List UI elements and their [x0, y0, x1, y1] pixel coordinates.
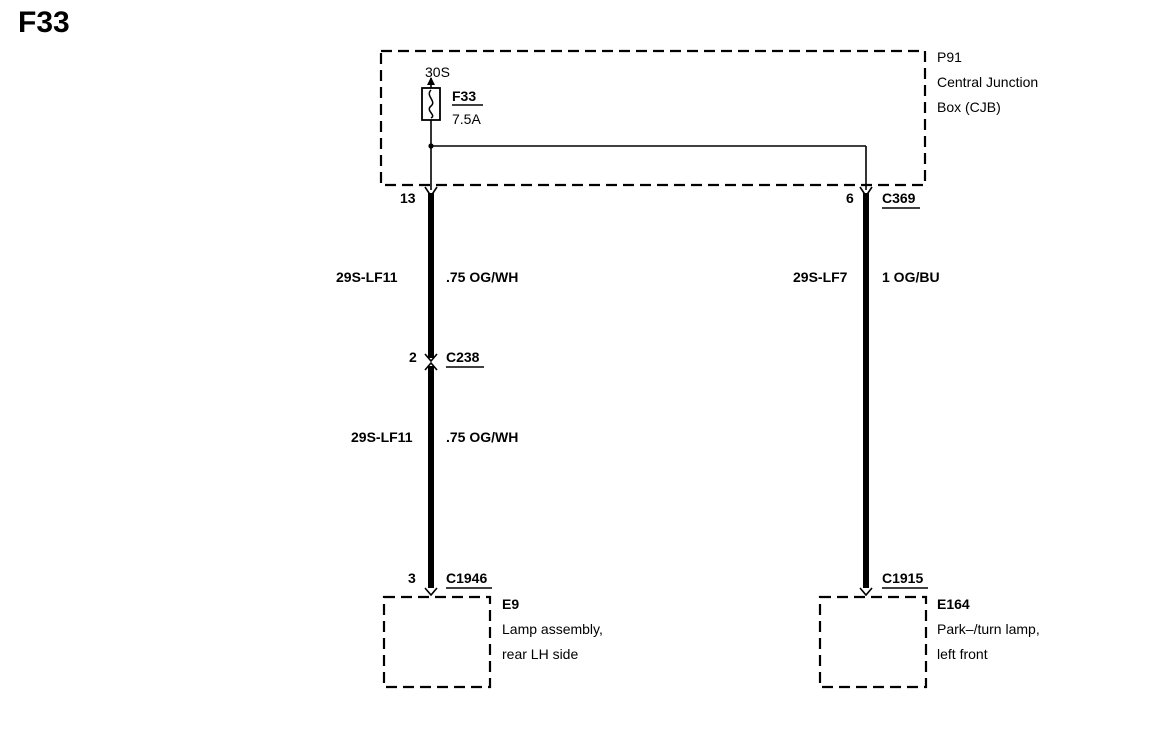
- junction-box-name-line1: Central Junction: [937, 74, 1038, 90]
- left-component-id: E9: [502, 596, 519, 612]
- right-circuit: 29S-LF7: [793, 269, 848, 285]
- junction-box-outline: [379, 49, 927, 187]
- left-upper-spec: .75 OG/WH: [446, 269, 518, 285]
- right-component-id: E164: [937, 596, 970, 612]
- right-component-name-line2: left front: [937, 646, 988, 662]
- junction-box-name-line2: Box (CJB): [937, 99, 1001, 115]
- page-title: F33: [18, 6, 70, 39]
- right-pin-top: 6: [846, 190, 854, 206]
- supply-arrow-icon: [427, 77, 435, 88]
- right-component-name-line1: Park–/turn lamp,: [937, 621, 1040, 637]
- component-connector-icon: [859, 587, 873, 597]
- left-lower-circuit: 29S-LF11: [351, 429, 413, 445]
- junction-box-id: P91: [937, 49, 962, 65]
- right-component-outline: [818, 595, 928, 689]
- fuse-id: F33: [452, 88, 476, 104]
- fuse-icon: [421, 87, 441, 121]
- right-top-connector: C369: [882, 190, 916, 206]
- left-component-connector: C1946: [446, 570, 487, 586]
- inline-connector-icon: [424, 353, 438, 371]
- right-component-connector: C1915: [882, 570, 923, 586]
- left-pin-top: 13: [400, 190, 416, 206]
- left-component-name-line2: rear LH side: [502, 646, 578, 662]
- left-component-outline: [382, 595, 492, 689]
- fuse-rating: 7.5A: [452, 111, 481, 127]
- component-connector-icon: [424, 587, 438, 597]
- left-pin-bottom: 3: [408, 570, 416, 586]
- supply-label: 30S: [425, 64, 450, 80]
- left-lower-spec: .75 OG/WH: [446, 429, 518, 445]
- left-component-name-line1: Lamp assembly,: [502, 621, 603, 637]
- left-inline-pin: 2: [409, 349, 417, 365]
- left-upper-circuit: 29S-LF11: [336, 269, 398, 285]
- left-inline-connector: C238: [446, 349, 480, 365]
- right-spec: 1 OG/BU: [882, 269, 940, 285]
